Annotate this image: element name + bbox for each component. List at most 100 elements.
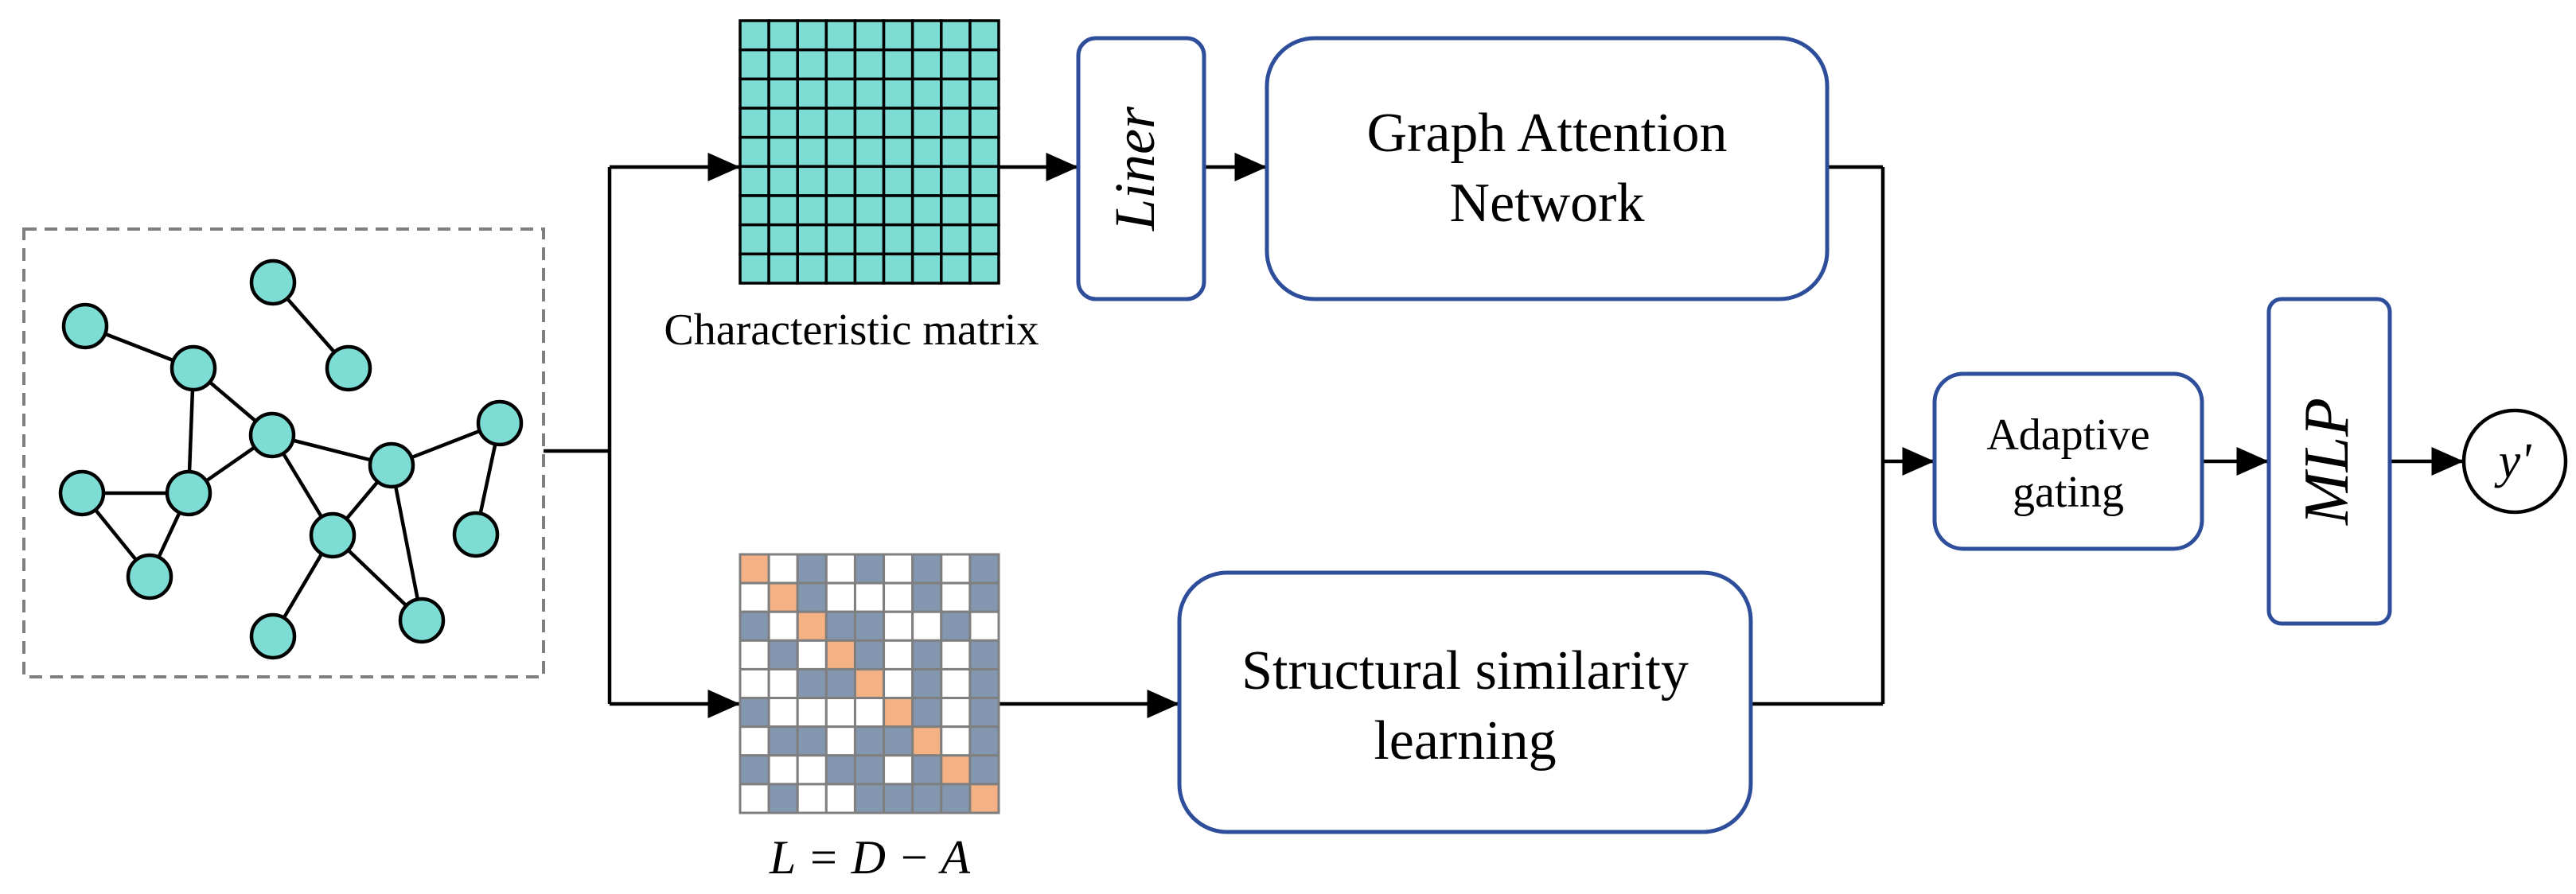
gat-label-line2: Network: [1450, 173, 1645, 234]
matrix-cell: [910, 48, 943, 81]
laplacian-cell: [940, 639, 972, 670]
laplacian-cell: [824, 553, 856, 585]
laplacian-cell: [968, 667, 1000, 700]
laplacian-cell: [824, 783, 856, 814]
laplacian-cell: [883, 639, 914, 670]
laplacian-cell: [824, 581, 856, 613]
laplacian-cell: [739, 610, 770, 642]
graph-node: [58, 469, 106, 517]
laplacian-cell: [796, 725, 828, 757]
matrix-cell: [739, 77, 770, 110]
matrix-cell: [910, 165, 943, 197]
matrix-cell: [940, 252, 972, 285]
laplacian-cell: [853, 581, 886, 613]
gat-label-line1: Graph Attention: [1367, 103, 1728, 164]
matrix-cell: [940, 77, 972, 110]
adaptive-gating-label-line2: gating: [2013, 468, 2124, 517]
laplacian-cell: [853, 697, 886, 729]
matrix-cell: [882, 223, 914, 256]
matrix-cell: [739, 194, 770, 227]
characteristic-matrix-grid: [739, 19, 1000, 285]
graph-node: [249, 612, 297, 660]
matrix-cell: [968, 223, 1000, 256]
matrix-cell: [767, 107, 799, 139]
matrix-cell: [796, 223, 828, 256]
graph-node: [249, 258, 297, 306]
laplacian-cell: [853, 553, 886, 585]
matrix-cell: [739, 135, 770, 169]
matrix-cell: [940, 223, 972, 256]
matrix-cell: [824, 19, 857, 52]
matrix-cell: [824, 48, 857, 81]
liner-box: [1076, 36, 1206, 301]
output-node: y': [2461, 408, 2568, 515]
graph-node: [325, 344, 372, 392]
matrix-cell: [767, 223, 799, 256]
matrix-cell: [767, 194, 799, 227]
laplacian-cell: [796, 697, 828, 729]
matrix-cell: [824, 194, 857, 227]
laplacian-cell: [911, 610, 943, 642]
laplacian-cell: [767, 667, 799, 700]
characteristic-matrix: Characteristic matrix: [664, 19, 1039, 355]
matrix-cell: [882, 194, 914, 227]
matrix-cell: [824, 77, 857, 110]
graph-node: [170, 344, 217, 392]
laplacian-cell: [739, 725, 770, 757]
matrix-cell: [796, 194, 828, 227]
matrix-cell: [767, 19, 799, 52]
laplacian-cell: [883, 783, 914, 814]
matrix-cell: [853, 135, 886, 169]
matrix-cell: [739, 223, 770, 256]
matrix-cell: [968, 77, 1000, 110]
matrix-cell: [882, 77, 914, 110]
laplacian-cell: [968, 725, 1000, 757]
laplacian-cell: [824, 754, 856, 786]
laplacian-cell: [767, 754, 799, 786]
matrix-cell: [968, 107, 1000, 139]
laplacian-cell: [911, 553, 943, 585]
matrix-cell: [739, 252, 770, 285]
matrix-cell: [882, 135, 914, 169]
matrix-cell: [882, 19, 914, 52]
gat-block: Graph Attention Network: [1265, 36, 1830, 301]
laplacian-cell: [883, 553, 914, 585]
matrix-cell: [767, 48, 799, 81]
laplacian-cell: [940, 553, 972, 585]
mlp-label: MLP: [2292, 398, 2362, 526]
laplacian-cell: [883, 667, 914, 700]
liner-block: Liner: [1076, 36, 1206, 301]
matrix-cell: [739, 107, 770, 139]
laplacian-cell: [739, 639, 770, 670]
graph-node: [452, 511, 500, 558]
matrix-cell: [968, 194, 1000, 227]
laplacian-cell: [767, 725, 799, 757]
graph-nodes: [58, 258, 524, 660]
adaptive-gating-block: Adaptive gating: [1932, 371, 2204, 551]
laplacian-cell: [767, 581, 799, 613]
matrix-cell: [882, 48, 914, 81]
laplacian-cell: [911, 754, 943, 786]
laplacian-cell: [853, 725, 886, 757]
adaptive-gating-label-line1: Adaptive: [1986, 410, 2149, 460]
matrix-cell: [853, 19, 886, 52]
matrix-cell: [968, 252, 1000, 285]
matrix-cell: [796, 107, 828, 139]
laplacian-cell: [968, 697, 1000, 729]
ssl-block: Structural similarity learning: [1177, 570, 1753, 834]
laplacian-matrix-grid: [739, 553, 1000, 814]
graph-edge: [389, 464, 424, 621]
laplacian-cell: [739, 754, 770, 786]
input-graph-panel: [22, 227, 545, 678]
matrix-cell: [882, 165, 914, 197]
laplacian-cell: [796, 639, 828, 670]
laplacian-cell: [911, 639, 943, 670]
laplacian-cell: [853, 754, 886, 786]
matrix-cell: [767, 77, 799, 110]
matrix-cell: [853, 223, 886, 256]
matrix-cell: [853, 252, 886, 285]
matrix-cell: [940, 194, 972, 227]
laplacian-cell: [968, 610, 1000, 642]
graph-node: [309, 511, 357, 559]
